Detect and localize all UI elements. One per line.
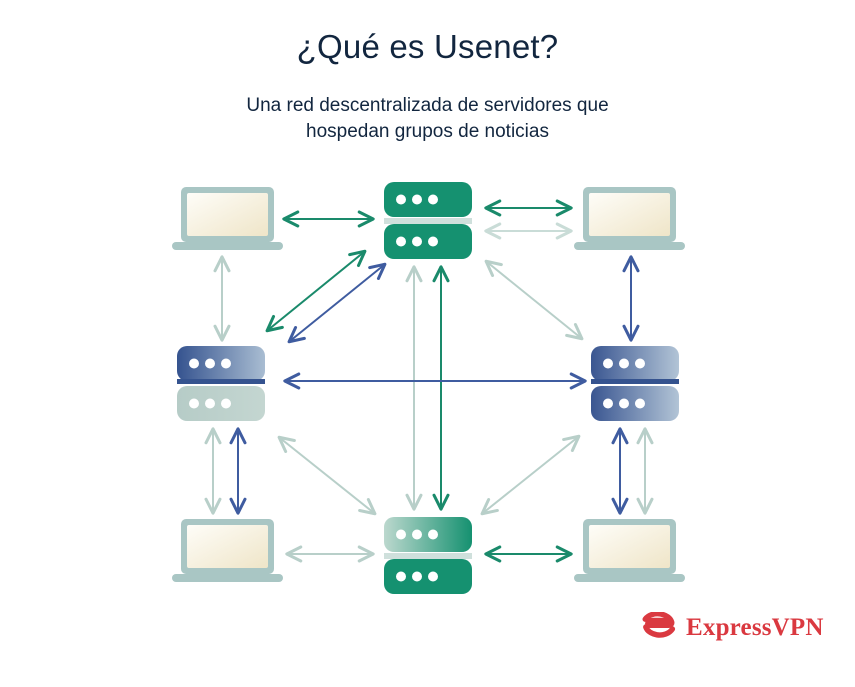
connection-server-top-center-to-server-middle-right (484, 259, 584, 341)
laptop-base (172, 574, 283, 582)
node-server-middle-right[interactable] (591, 346, 679, 421)
laptop-screen (589, 193, 670, 236)
server-status-dot (412, 571, 422, 582)
server-status-dot (412, 529, 422, 540)
page-subtitle-line-2: hospedan grupos de noticias (306, 121, 549, 142)
server-status-dot (619, 358, 629, 369)
server-divider (384, 553, 472, 559)
server-status-dot (635, 398, 645, 409)
connection-arrows (204, 199, 654, 563)
server-divider (591, 379, 679, 384)
node-server-top-center[interactable] (384, 182, 472, 259)
node-laptop-bottom-right[interactable] (574, 519, 685, 582)
laptop-screen (187, 525, 268, 568)
server-status-dot (189, 358, 199, 369)
brand-wordmark: ExpressVPN (686, 613, 824, 641)
page-title: ¿Qué es Usenet? (296, 28, 559, 65)
server-status-dot (428, 236, 438, 247)
node-server-bottom-center[interactable] (384, 517, 472, 594)
node-laptop-bottom-left[interactable] (172, 519, 283, 582)
server-status-dot (412, 236, 422, 247)
server-status-dot (619, 398, 629, 409)
connection-server-bottom-center-to-server-middle-right (480, 434, 581, 516)
server-status-dot (221, 358, 231, 369)
node-server-middle-left[interactable] (177, 346, 265, 421)
server-status-dot (428, 529, 438, 540)
server-status-dot (396, 571, 406, 582)
server-status-dot (396, 529, 406, 540)
server-status-dot (205, 398, 215, 409)
server-status-dot (205, 358, 215, 369)
laptop-base (574, 242, 685, 250)
server-status-dot (221, 398, 231, 409)
server-status-dot (603, 398, 613, 409)
laptop-screen (187, 193, 268, 236)
server-status-dot (603, 358, 613, 369)
connection-server-middle-left-to-server-top-center-green (265, 249, 367, 333)
server-status-dot (428, 571, 438, 582)
brand-logo[interactable]: ExpressVPN (641, 612, 824, 642)
server-status-dot (396, 194, 406, 205)
server-status-dot (412, 194, 422, 205)
server-status-dot (635, 358, 645, 369)
laptop-base (574, 574, 685, 582)
expressvpn-e-mark-icon (642, 612, 676, 638)
laptop-screen (589, 525, 670, 568)
node-laptop-top-right[interactable] (574, 187, 685, 250)
page-subtitle: Una red descentralizada de servidores qu… (0, 93, 855, 145)
server-divider (384, 218, 472, 224)
server-status-dot (396, 236, 406, 247)
connection-server-middle-left-to-server-bottom-center (277, 435, 377, 516)
server-status-dot (428, 194, 438, 205)
connection-server-middle-left-to-server-top-center-blue (287, 262, 387, 344)
page-subtitle-line-1: Una red descentralizada de servidores qu… (246, 95, 609, 116)
node-laptop-top-left[interactable] (172, 187, 283, 250)
server-divider (177, 379, 265, 384)
server-status-dot (189, 398, 199, 409)
laptop-base (172, 242, 283, 250)
